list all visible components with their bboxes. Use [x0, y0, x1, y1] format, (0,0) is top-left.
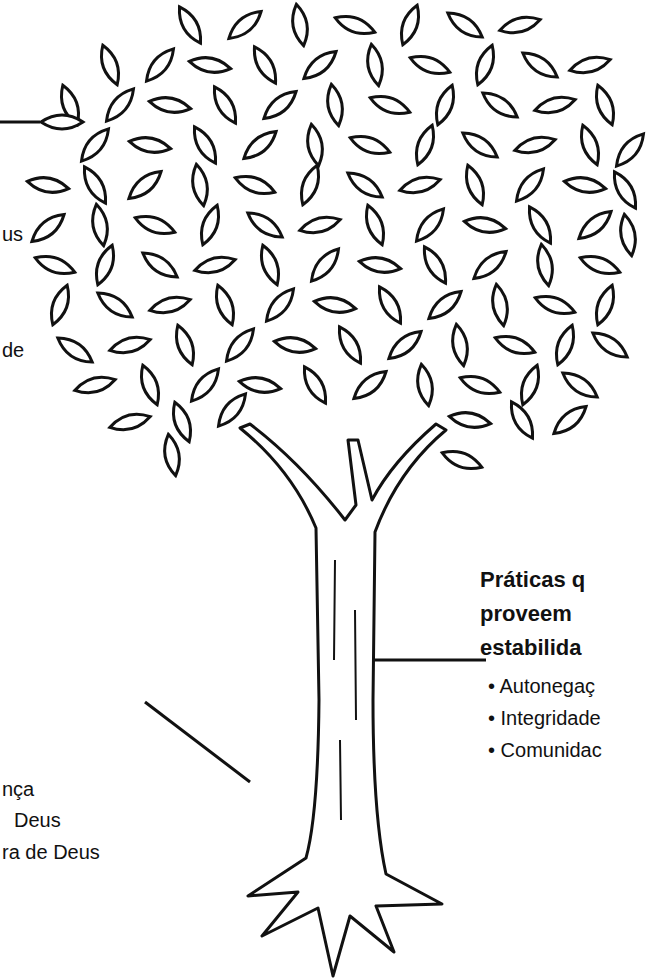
bullet-item: • Integridade — [488, 704, 601, 732]
leader-line — [373, 659, 486, 662]
section-heading: Práticas q proveem estabilida — [480, 563, 650, 665]
bullet-item: • Autonegaç — [488, 672, 595, 700]
cropped-label: Deus — [14, 806, 61, 834]
tree-crown — [26, 3, 649, 477]
bullet-item: • Comunidac — [488, 736, 602, 764]
leader-line — [0, 121, 40, 124]
leader-lines — [0, 122, 486, 782]
cropped-label: de — [2, 336, 24, 364]
leader-line — [145, 702, 250, 782]
cropped-label: nça — [2, 775, 34, 803]
cropped-label: us — [2, 220, 23, 248]
cropped-label: ra de Deus — [2, 838, 100, 866]
tree-trunk — [240, 424, 446, 976]
